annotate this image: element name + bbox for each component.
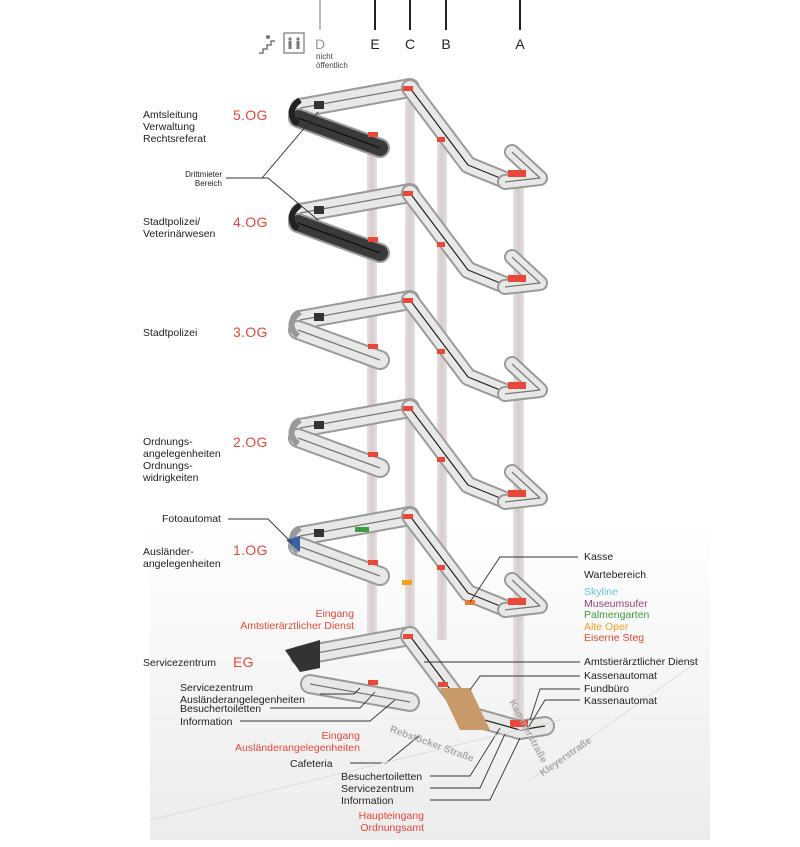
callout-fundbuero: Fundbüro — [584, 683, 629, 695]
floor-4og-level: 4.OG — [233, 214, 268, 230]
floor-3og-level: 3.OG — [233, 324, 268, 340]
vertical-shafts — [367, 100, 524, 730]
column-d-note: nicht öffentlich — [316, 52, 348, 70]
callout-wartebereich: Wartebereich — [584, 569, 647, 581]
floor-5og-label: Amtsleitung Verwaltung Rechtsreferat — [143, 109, 207, 145]
floor-1og-level: 1.OG — [233, 542, 268, 558]
floor-plan-2og — [288, 398, 548, 510]
callout-besuchertoiletten-bottom: Besuchertoiletten — [341, 771, 423, 783]
eg-dark-wing — [285, 640, 320, 672]
callout-besuchertoiletten-left: Besuchertoiletten — [180, 703, 262, 715]
column-c-label: C — [404, 36, 416, 52]
floor-eg-label: Servicezentrum — [143, 657, 216, 669]
callout-kassenautomat-2: Kassenautomat — [584, 695, 657, 707]
legend-item: Museumsufer — [584, 597, 648, 610]
floor-plan-1og — [286, 506, 548, 618]
floor-plans — [286, 78, 555, 740]
callout-drittmieter: Drittmieter Bereich — [185, 170, 222, 188]
column-guides — [319, 0, 521, 30]
callout-kasse: Kasse — [584, 551, 614, 563]
column-e-label: E — [370, 36, 380, 52]
column-d-label: D — [314, 36, 326, 52]
callout-cafeteria: Cafeteria — [290, 758, 333, 770]
floor-5og-level: 5.OG — [233, 107, 268, 123]
callout-information-left: Information — [180, 716, 233, 728]
street-lines — [149, 659, 701, 821]
callout-lines — [226, 111, 580, 801]
floor-plan-5og — [288, 78, 548, 190]
callout-kassenautomat-1: Kassenautomat — [584, 670, 657, 682]
callout-fotoautomat: Fotoautomat — [162, 513, 221, 525]
stairs-icon — [259, 35, 275, 54]
column-a-label: A — [515, 36, 525, 52]
floor-3og-label: Stadtpolizei — [143, 327, 198, 339]
floor-plan-3og — [288, 290, 548, 402]
floor-plan-eg — [290, 626, 555, 740]
cafeteria-area — [440, 688, 490, 730]
legend-item: Alte Oper — [584, 620, 629, 633]
floor-4og-label: Stadtpolizei/ Veterinärwesen — [143, 216, 216, 240]
legend-item: Eiserne Steg — [584, 632, 645, 644]
callout-haupteingang: Haupteingang Ordnungsamt — [358, 810, 424, 834]
legend-item: Palmengarten — [584, 609, 650, 621]
ground-floor-features — [285, 640, 490, 730]
callout-eingang-auslaender: Eingang Ausländerangelegenheiten — [235, 730, 360, 754]
floor-2og-label: Ordnungs- angelegenheiten Ordnungs- widr… — [143, 436, 221, 484]
callout-information-bottom: Information — [341, 795, 394, 807]
column-b-label: B — [441, 36, 451, 52]
floor-plan-4og — [288, 183, 548, 295]
callout-servicezentrum-bottom: Servicezentrum — [341, 783, 414, 795]
elevator-icon — [283, 32, 305, 54]
callout-sz-auslaender: Servicezentrum Ausländerangelegenheiten — [180, 682, 305, 706]
floor-2og-level: 2.OG — [233, 434, 268, 450]
callout-amtstier-right: Amtstierärztlicher Dienst — [584, 656, 698, 668]
legend-item: Skyline — [584, 586, 618, 598]
floor-1og-label: Ausländer- angelegenheiten — [143, 546, 221, 570]
ground-area — [150, 520, 710, 840]
floor-eg-level: EG — [233, 654, 254, 670]
callout-eingang-amt: Eingang Amtstierärztlicher Dienst — [240, 608, 354, 632]
